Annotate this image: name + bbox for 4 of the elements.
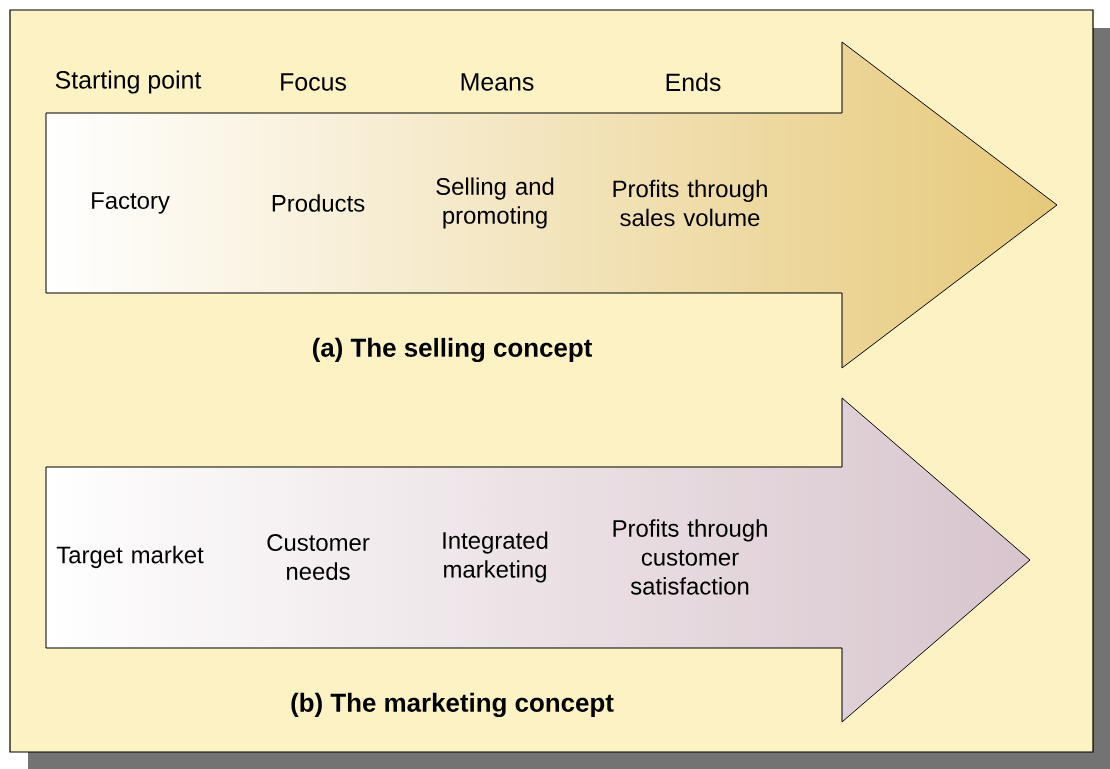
column-heading: Focus bbox=[281, 73, 346, 91]
column-heading: Starting point bbox=[55, 70, 202, 94]
column-heading: Ends bbox=[666, 72, 721, 92]
column-heading: Means bbox=[461, 73, 534, 91]
